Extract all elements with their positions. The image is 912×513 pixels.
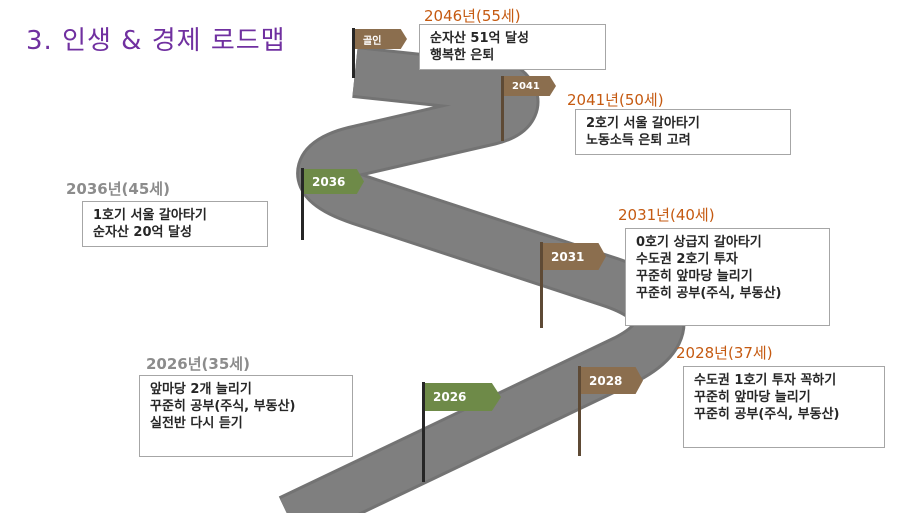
- milestone-box-2036: 1호기 서울 갈아타기 순자산 20억 달성: [82, 201, 268, 247]
- year-label-2041: 2041년(50세): [567, 91, 664, 109]
- milestone-line: 순자산 51억 달성: [430, 31, 529, 46]
- milestone-line: 수도권 1호기 투자 꼭하기: [694, 373, 837, 388]
- flag-2036: 2036: [304, 169, 364, 194]
- flag-2041-label: 2041: [512, 80, 540, 92]
- milestone-line: 실전반 다시 듣기: [150, 416, 243, 431]
- milestone-line: 앞마당 2개 늘리기: [150, 382, 252, 397]
- milestone-line: 꾸준히 앞마당 늘리기: [636, 269, 753, 284]
- flag-2031: 2031: [543, 243, 606, 270]
- milestone-box-2031: 0호기 상급지 갈아타기 수도권 2호기 투자 꾸준히 앞마당 늘리기 꾸준히 …: [625, 228, 830, 326]
- year-label-2028: 2028년(37세): [676, 344, 773, 362]
- flag-2028: 2028: [581, 367, 643, 394]
- flag-pole-goal: [352, 28, 355, 78]
- year-label-2031: 2031년(40세): [618, 206, 715, 224]
- flag-2026: 2026: [425, 383, 501, 411]
- flag-2031-label: 2031: [551, 249, 585, 264]
- milestone-box-2046: 순자산 51억 달성 행복한 은퇴: [419, 24, 606, 70]
- year-label-2036: 2036년(45세): [66, 180, 170, 198]
- milestone-box-2028: 수도권 1호기 투자 꼭하기 꾸준히 앞마당 늘리기 꾸준히 공부(주식, 부동…: [683, 366, 885, 448]
- flag-2028-label: 2028: [589, 373, 623, 388]
- flag-goal-label: 골인: [363, 35, 382, 47]
- year-label-2046: 2046년(55세): [424, 7, 521, 25]
- flag-pole-2028: [578, 366, 581, 456]
- flag-2026-label: 2026: [433, 390, 467, 404]
- milestone-line: 0호기 상급지 갈아타기: [636, 235, 762, 250]
- flag-pole-2041: [501, 76, 504, 141]
- flag-pole-2036: [301, 168, 304, 240]
- milestone-box-2041: 2호기 서울 갈아타기 노동소득 은퇴 고려: [575, 109, 791, 155]
- flag-2036-label: 2036: [312, 174, 346, 189]
- milestone-line: 수도권 2호기 투자: [636, 252, 738, 267]
- page-title: 3. 인생 & 경제 로드맵: [26, 26, 286, 56]
- flag-goal: 골인: [355, 29, 407, 49]
- milestone-box-2026: 앞마당 2개 늘리기 꾸준히 공부(주식, 부동산) 실전반 다시 듣기: [139, 375, 353, 457]
- milestone-line: 2호기 서울 갈아타기: [586, 116, 700, 131]
- milestone-line: 1호기 서울 갈아타기: [93, 208, 207, 223]
- milestone-line: 꾸준히 공부(주식, 부동산): [150, 399, 296, 414]
- milestone-line: 꾸준히 공부(주식, 부동산): [694, 407, 840, 422]
- flag-pole-2031: [540, 242, 543, 328]
- milestone-line: 꾸준히 앞마당 늘리기: [694, 390, 811, 405]
- milestone-line: 행복한 은퇴: [430, 48, 495, 63]
- milestone-line: 순자산 20억 달성: [93, 225, 192, 240]
- milestone-line: 꾸준히 공부(주식, 부동산): [636, 286, 782, 301]
- year-label-2026: 2026년(35세): [146, 355, 250, 373]
- flag-2041: 2041: [504, 76, 556, 96]
- flag-pole-2026: [422, 382, 425, 482]
- milestone-line: 노동소득 은퇴 고려: [586, 133, 691, 148]
